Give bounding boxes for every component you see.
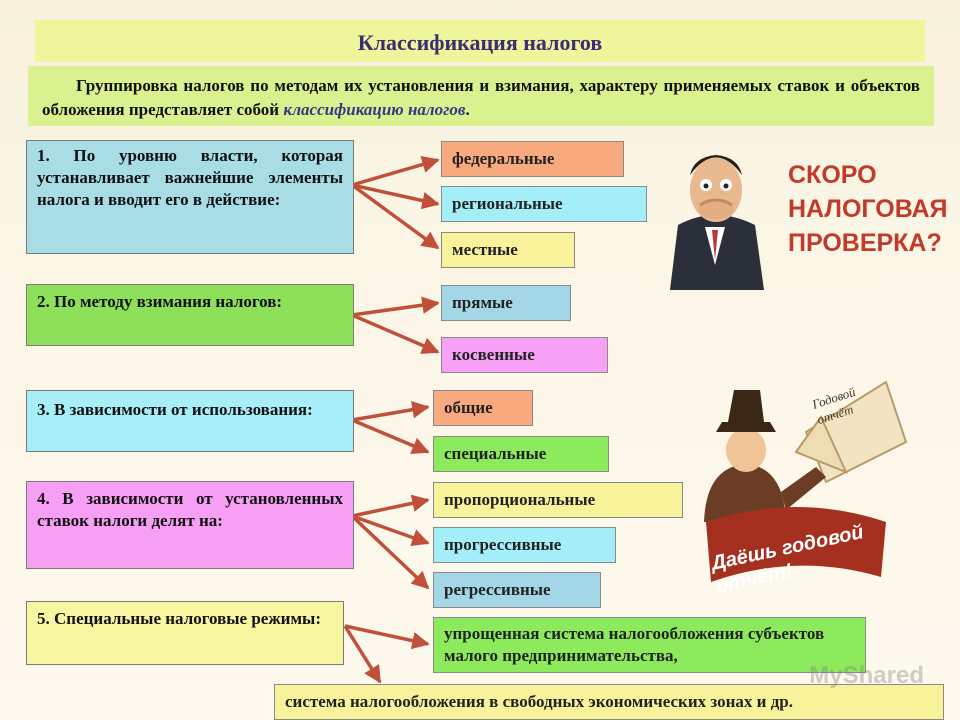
intro-paragraph: Группировка налогов по методам их устано… xyxy=(28,66,934,126)
intro-text: Группировка налогов по методам их устано… xyxy=(42,76,920,119)
arrow xyxy=(351,296,440,317)
arrow xyxy=(350,183,440,250)
category-special-regimes: 5. Специальные налоговые режимы: xyxy=(26,601,344,665)
character-with-book-image xyxy=(704,380,908,582)
option-local: местные xyxy=(441,232,575,268)
option-special: специальные xyxy=(433,436,609,472)
arrow xyxy=(351,183,440,210)
audit-caption-line: ПРОВЕРКА? xyxy=(788,229,942,257)
audit-caption-line: НАЛОГОВАЯ xyxy=(788,195,948,223)
arrow xyxy=(351,418,430,454)
intro-emphasis: классификацию налогов xyxy=(283,100,466,119)
intro-tail: . xyxy=(465,100,470,119)
option-direct: прямые xyxy=(441,285,571,321)
arrow xyxy=(351,313,440,354)
page-title: Классификация налогов xyxy=(35,20,925,62)
arrow xyxy=(344,624,430,650)
watermark: MyShared xyxy=(809,662,924,689)
option-progressive: прогрессивные xyxy=(433,527,616,563)
arrow xyxy=(351,494,430,518)
audit-illustration: СКОРО НАЛОГОВАЯ ПРОВЕРКА? xyxy=(660,130,948,290)
option-simplified-system: упрощенная система налогообложения субъе… xyxy=(433,617,866,673)
option-indirect: косвенные xyxy=(441,337,608,373)
arrow xyxy=(351,514,430,546)
category-power-level: 1. По уровню власти, которая устанавлива… xyxy=(26,140,354,254)
category-collection-method: 2. По методу взимания налогов: xyxy=(26,284,354,346)
option-regional: региональные xyxy=(441,186,647,222)
category-rates: 4. В зависимости от установленных ставок… xyxy=(26,481,354,569)
category-usage: 3. В зависимости от использования: xyxy=(26,390,354,452)
audit-caption-line: СКОРО xyxy=(788,161,877,189)
option-regressive: регрессивные xyxy=(433,572,601,608)
arrow xyxy=(351,401,430,422)
arrow xyxy=(343,625,382,684)
worried-man-image xyxy=(670,155,764,290)
option-general: общие xyxy=(433,390,533,426)
arrow xyxy=(351,155,440,187)
option-federal: федеральные xyxy=(441,141,624,177)
arrow xyxy=(350,514,430,590)
annual-report-illustration: Годовой отчёт Даёшь годовой отчёт! xyxy=(686,372,912,600)
option-proportional: пропорциональные xyxy=(433,482,683,518)
